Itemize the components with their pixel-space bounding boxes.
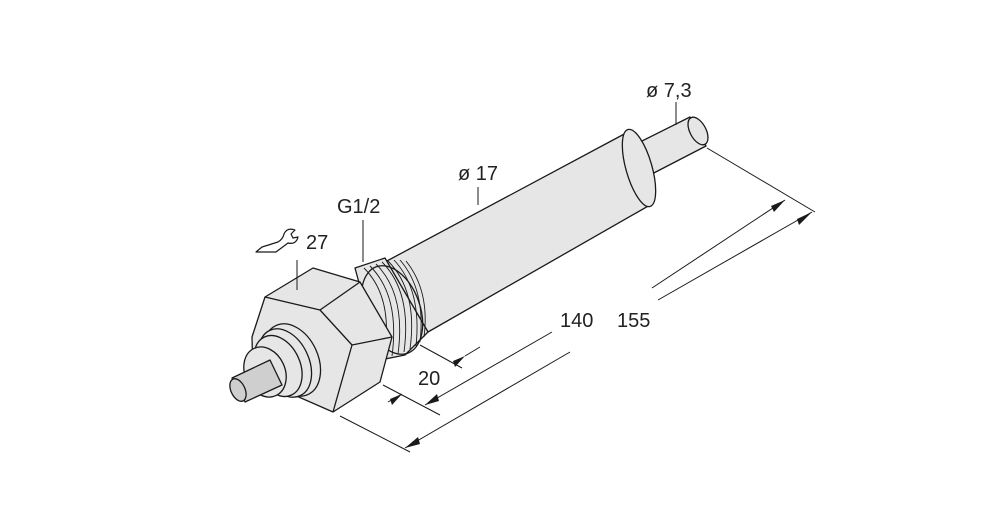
sensor-body <box>384 128 657 333</box>
dimension-lines <box>339 147 816 453</box>
thread-label: G1/2 <box>337 196 381 218</box>
cable <box>229 359 283 403</box>
wrench-size-label: 27 <box>306 232 329 254</box>
leader-lines <box>296 102 677 290</box>
dimension-155-label: 155 <box>617 310 651 332</box>
rod-diameter-label: ø 7,3 <box>646 80 692 102</box>
dimension-20-label: 20 <box>418 368 441 390</box>
dimension-arrows <box>390 200 812 448</box>
dimension-140-label: 140 <box>560 310 594 332</box>
wrench-icon <box>255 228 299 253</box>
body-diameter-label: ø 17 <box>458 163 499 185</box>
